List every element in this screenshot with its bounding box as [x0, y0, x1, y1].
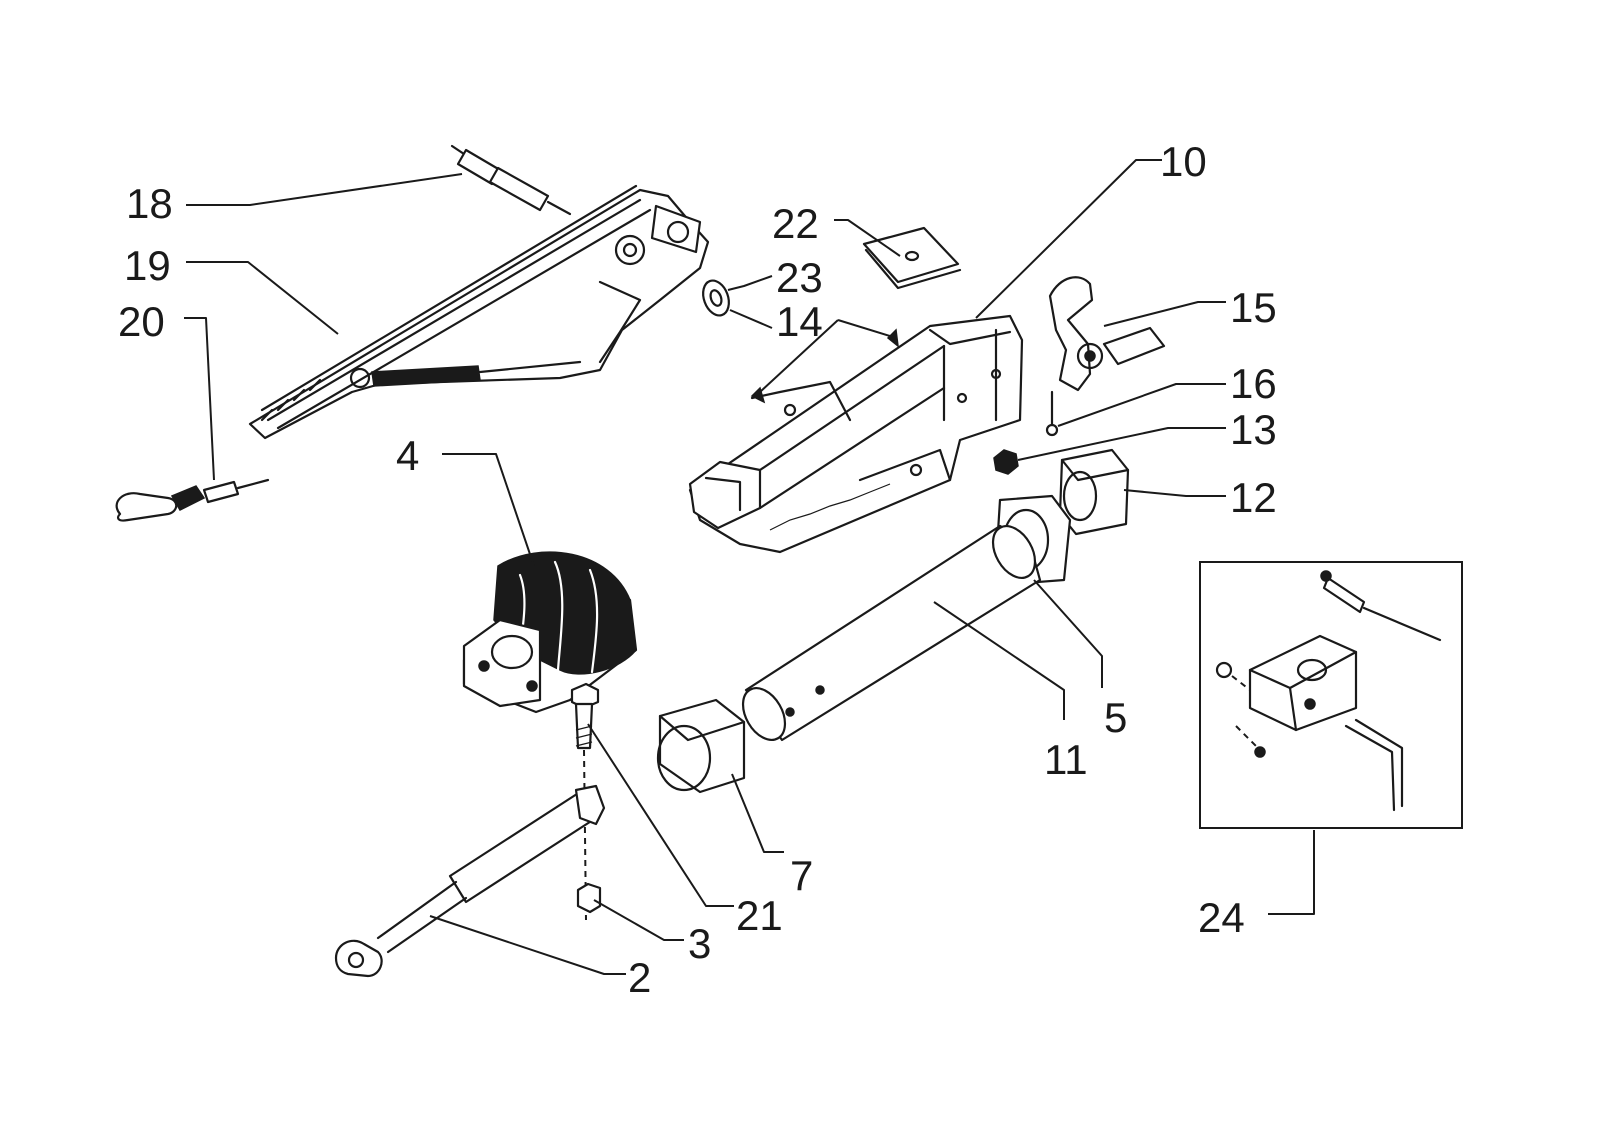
callout-21: 21 — [736, 892, 783, 939]
part-21-bolt — [570, 682, 600, 921]
callout-18: 18 — [126, 180, 173, 227]
part-13-nut — [993, 449, 1019, 475]
callout-3: 3 — [688, 920, 711, 967]
callout-14: 14 — [776, 298, 823, 345]
callout-12: 12 — [1230, 474, 1277, 521]
part-15-latch — [1048, 276, 1166, 392]
callout-23: 23 — [776, 254, 823, 301]
part-7-sleeve — [656, 698, 746, 794]
part-19-brake-lever — [248, 184, 710, 440]
part-16-pin — [1045, 390, 1059, 437]
callout-20: 20 — [118, 298, 165, 345]
callout-15: 15 — [1230, 284, 1277, 331]
part-20-breakaway-cable — [115, 478, 270, 522]
callout-11: 11 — [1044, 736, 1088, 783]
callout-10: 10 — [1160, 138, 1207, 185]
callout-5: 5 — [1104, 694, 1127, 741]
part-3-nut — [576, 882, 602, 914]
callout-22: 22 — [772, 200, 819, 247]
callout-19: 19 — [124, 242, 171, 289]
inset-24 — [1199, 561, 1463, 829]
part-22-pad — [862, 226, 962, 290]
callout-24: 24 — [1198, 894, 1245, 941]
callout-2: 2 — [628, 954, 651, 1001]
part-23-washer — [702, 279, 730, 317]
callout-labels: 18 19 20 22 23 14 10 15 16 13 12 4 5 11 … — [118, 138, 1277, 1001]
callout-4: 4 — [396, 432, 419, 479]
callout-7: 7 — [790, 852, 813, 899]
part-18-damper — [450, 144, 572, 216]
part-2-shock-absorber — [334, 784, 606, 978]
leader-lines — [184, 159, 1315, 975]
part-4-bellows — [462, 551, 638, 714]
callout-16: 16 — [1230, 360, 1277, 407]
callout-13: 13 — [1230, 406, 1277, 453]
part-10-coupling-housing — [688, 314, 1024, 554]
part-11-drawbar — [741, 524, 1042, 742]
